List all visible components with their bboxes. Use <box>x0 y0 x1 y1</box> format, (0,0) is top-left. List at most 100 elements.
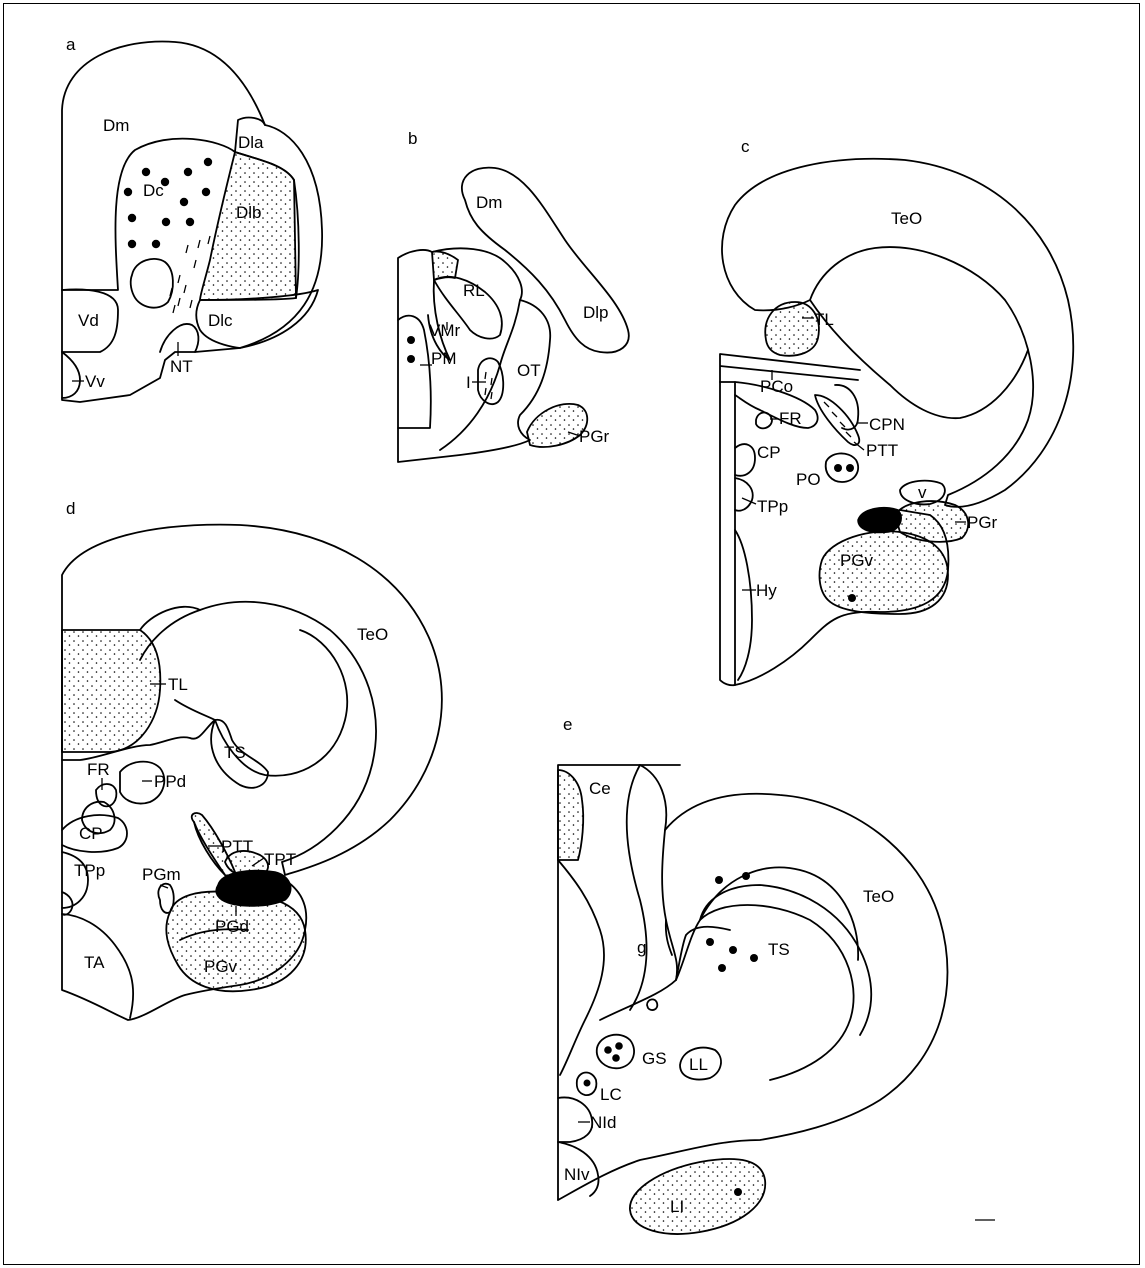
label-d-tpp: TPp <box>74 861 105 880</box>
leader-c-tpp <box>742 498 756 504</box>
label-c-pco: PCo <box>760 377 793 396</box>
label-e-ll: LL <box>689 1055 708 1074</box>
label-e-niv: NIv <box>564 1165 590 1184</box>
panel-e-li-dot <box>734 1188 742 1196</box>
label-e-teo: TeO <box>863 887 894 906</box>
panel-b-dot-2 <box>407 355 415 363</box>
label-c-tl: TL <box>814 310 834 329</box>
label-c-cp: CP <box>757 443 781 462</box>
panel-c-tl <box>765 302 819 356</box>
panel-c-letter: c <box>741 137 750 156</box>
panel-e-ts-inner <box>676 927 730 980</box>
label-b-i: I <box>466 373 471 392</box>
panel-b-letter: b <box>408 129 417 148</box>
panel-c-ptt <box>815 395 859 445</box>
panel-e-teo-inner <box>676 905 854 1080</box>
label-c-hy: Hy <box>756 581 777 600</box>
panel-e-inner-lower <box>600 980 676 1020</box>
label-b-dm: Dm <box>476 193 502 212</box>
panel-a: a Dm Dla Dc Dlb Vd Dlc NT Vv <box>62 35 322 402</box>
label-e-nid: NId <box>590 1113 616 1132</box>
label-d-teo: TeO <box>357 625 388 644</box>
panel-c-left-border <box>720 382 735 685</box>
panel-c-hy <box>735 530 752 680</box>
panel-a-dc-dots <box>124 158 212 248</box>
panel-b-pm-outline <box>398 316 431 428</box>
panel-e-ce-stip <box>558 770 583 860</box>
panel-c-fr <box>756 413 772 429</box>
label-c-pgr: PGr <box>967 513 998 532</box>
panel-c-black-nucleus <box>858 508 901 533</box>
panel-d-letter: d <box>66 499 75 518</box>
label-c-tpp: TPp <box>757 497 788 516</box>
panel-d: d TeO TL TS FR PPd CP PTT TPT TPp P <box>62 499 442 1020</box>
panel-e-teo-dots <box>706 872 758 972</box>
panel-a-letter: a <box>66 35 76 54</box>
label-e-li: LI <box>670 1197 684 1216</box>
panel-c: c TeO TL PCo FR CPN PTT C <box>720 137 1073 685</box>
label-b-pgr: PGr <box>579 427 610 446</box>
panel-c-cp <box>735 444 755 476</box>
label-a-vv: Vv <box>85 372 105 391</box>
panel-d-teo-inner <box>175 630 347 776</box>
label-d-fr: FR <box>87 760 110 779</box>
panel-e-teo <box>558 794 948 1200</box>
panel-e-small-circle <box>647 999 657 1010</box>
label-e-gs: GS <box>642 1049 667 1068</box>
label-e-ce: Ce <box>589 779 611 798</box>
panel-e-g-arc <box>627 765 647 1010</box>
label-d-ts: TS <box>224 743 246 762</box>
panel-e-gs-dot-1 <box>604 1046 612 1054</box>
label-e-ts: TS <box>768 940 790 959</box>
panel-a-dlb-region <box>200 152 296 300</box>
panel-d-tl-edge <box>140 607 200 630</box>
panel-b: b Dm RL Dlp VMr PM I OT PGr <box>398 129 629 462</box>
label-d-pgv: PGv <box>204 957 238 976</box>
label-e-g: g <box>637 938 646 957</box>
label-d-ptt: PTT <box>221 837 253 856</box>
label-a-dm: Dm <box>103 116 129 135</box>
label-c-v: v <box>918 483 927 502</box>
label-d-ta: TA <box>84 953 105 972</box>
panel-b-rl-stip <box>432 251 458 280</box>
label-a-vd: Vd <box>78 311 99 330</box>
panel-e: e Ce TeO TS g GS LL <box>558 715 995 1234</box>
label-a-dla: Dla <box>238 133 264 152</box>
panel-e-lc-dot <box>584 1080 591 1087</box>
panel-e-nid <box>558 1097 592 1142</box>
panel-e-li <box>630 1159 765 1234</box>
label-d-ppd: PPd <box>154 772 186 791</box>
label-b-pm: PM <box>431 349 457 368</box>
panel-e-ce-boundary <box>558 860 604 1075</box>
label-a-dlc: Dlc <box>208 311 233 330</box>
panel-e-gs-dot-2 <box>615 1042 623 1050</box>
panel-c-po-dot-2 <box>846 464 854 472</box>
label-d-pgd: PGd <box>215 917 249 936</box>
label-d-tl: TL <box>168 675 188 694</box>
label-b-dlp: Dlp <box>583 303 609 322</box>
panel-d-tl <box>62 630 160 752</box>
label-a-dc: Dc <box>143 181 164 200</box>
panel-d-tpp-hole <box>62 892 73 915</box>
label-c-fr: FR <box>779 409 802 428</box>
panel-c-tpp <box>735 478 753 511</box>
label-d-cp: CP <box>79 824 103 843</box>
label-c-teo: TeO <box>891 209 922 228</box>
label-e-lc: LC <box>600 1085 622 1104</box>
label-b-vmr: VMr <box>429 321 461 340</box>
panel-b-dot-1 <box>407 336 415 344</box>
panel-c-po-dot-1 <box>834 464 842 472</box>
panel-e-letter: e <box>563 715 572 734</box>
panel-b-vmr <box>428 280 450 360</box>
label-c-ptt: PTT <box>866 441 898 460</box>
panel-c-teo-inner <box>810 300 1028 418</box>
panel-e-gs <box>597 1035 634 1069</box>
label-b-rl: RL <box>463 281 485 300</box>
label-a-dlb: Dlb <box>236 203 262 222</box>
label-d-pgm: PGm <box>142 865 181 884</box>
panel-c-pgv-dot <box>848 594 856 602</box>
panel-e-gs-dot-3 <box>612 1054 620 1062</box>
label-c-cpn: CPN <box>869 415 905 434</box>
panel-a-hole <box>131 259 173 308</box>
